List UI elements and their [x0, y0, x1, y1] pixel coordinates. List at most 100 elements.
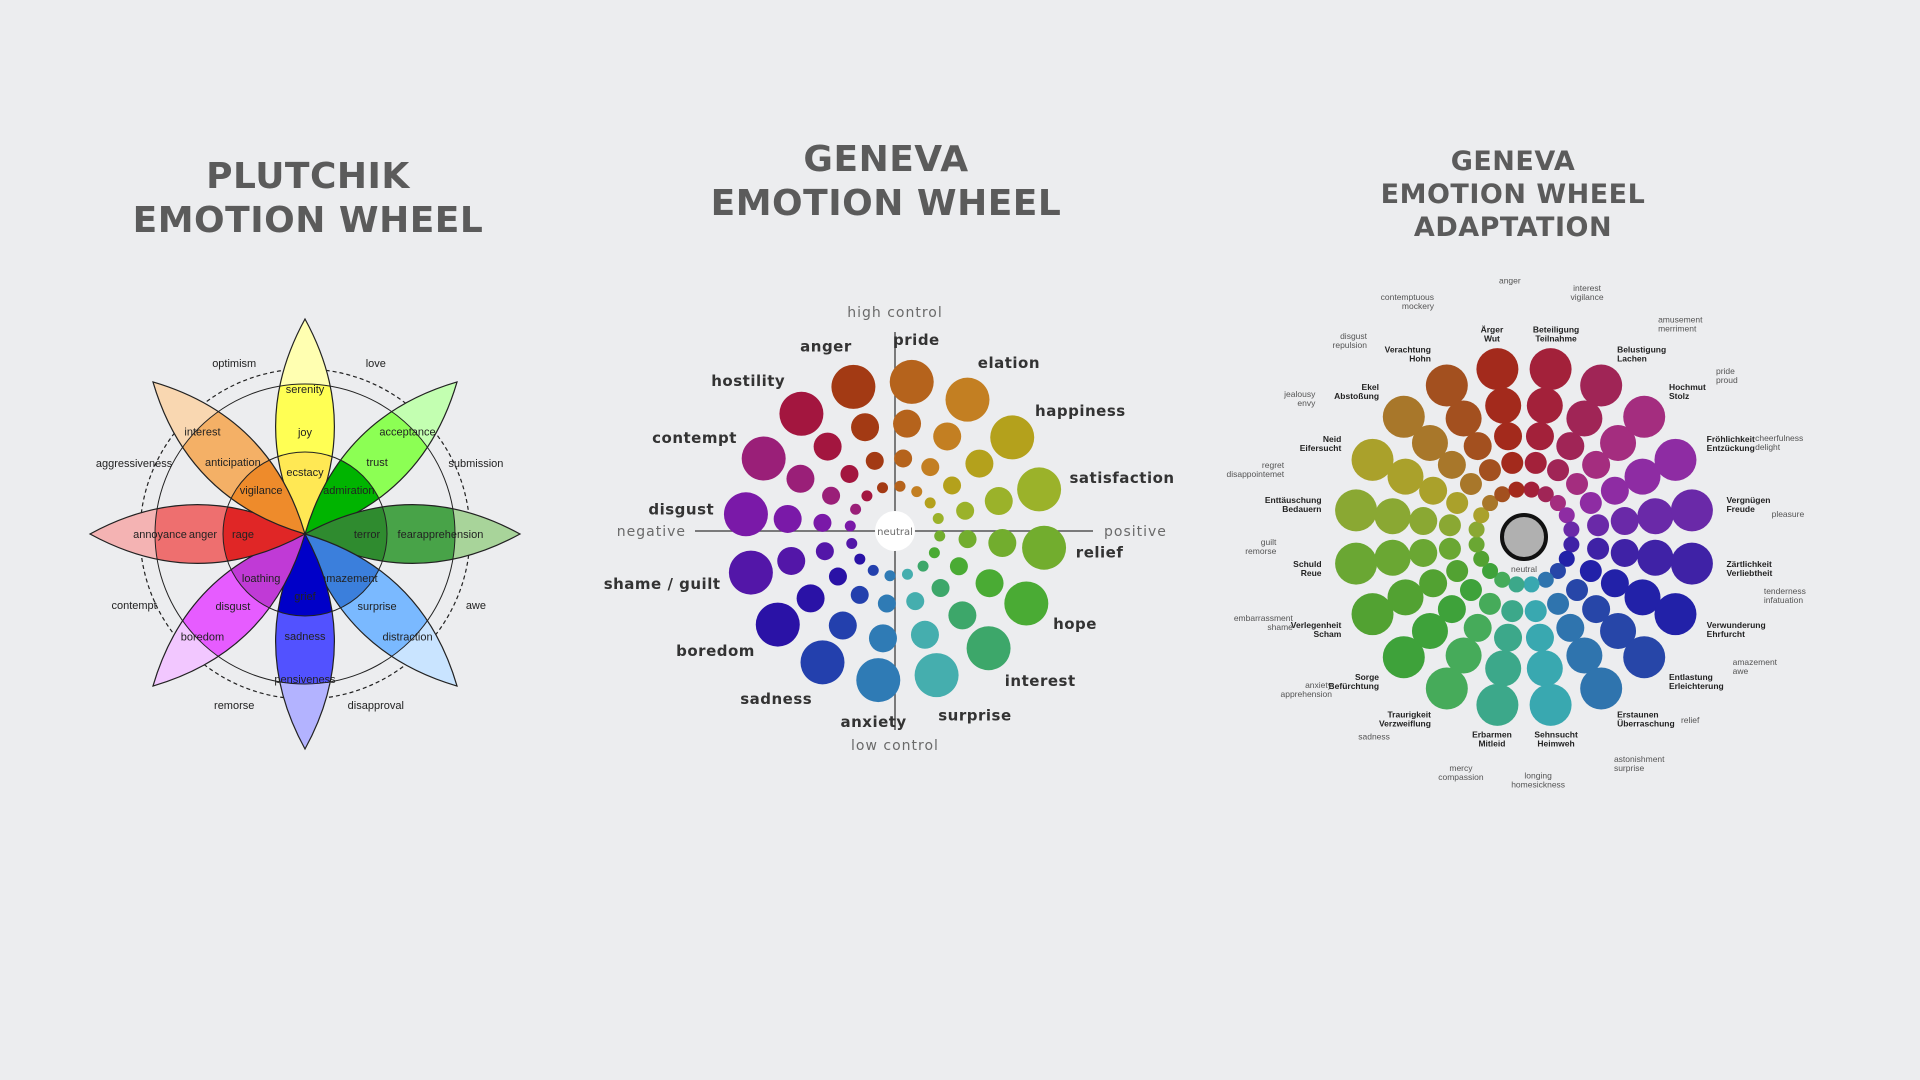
- intensity-circle: [1437, 595, 1466, 624]
- emotion-label: anger: [800, 338, 852, 356]
- intensity-circle: [1459, 472, 1482, 495]
- label-de: Scham: [1313, 629, 1341, 639]
- label-en: compassion: [1438, 772, 1484, 782]
- intensity-circle: [1374, 539, 1411, 576]
- label-en: surprise: [1614, 763, 1645, 773]
- label-en: interest: [1573, 283, 1602, 293]
- intensity-circle: [850, 585, 869, 604]
- petal-inner-band: [305, 452, 387, 534]
- intensity-circle: [1600, 476, 1629, 505]
- label-en: proud: [1716, 375, 1738, 385]
- intensity-circle: [854, 553, 866, 565]
- petal-outline: [152, 533, 306, 687]
- petal-inner-label: terror: [354, 529, 381, 541]
- emotion-label: elation: [978, 354, 1040, 372]
- intensity-circle: [1654, 438, 1697, 481]
- intensity-circle: [1610, 507, 1639, 536]
- intensity-circle: [1582, 450, 1611, 479]
- intensity-circle: [831, 364, 876, 409]
- label-de: Vergnügen: [1726, 495, 1770, 505]
- intensity-circle: [1529, 348, 1572, 391]
- dyad-label-optimism: optimism: [212, 358, 256, 370]
- label-en: pleasure: [1772, 509, 1805, 519]
- intensity-circle: [884, 570, 896, 582]
- intensity-circle: [851, 413, 880, 442]
- label-de: Belustigung: [1617, 344, 1666, 354]
- petal-inner-band: [223, 534, 305, 616]
- intensity-circle: [1445, 400, 1482, 437]
- label-en: tenderness: [1764, 586, 1806, 596]
- intensity-circle: [1494, 422, 1523, 451]
- intensity-circle: [1476, 348, 1519, 391]
- intensity-circle: [800, 640, 845, 685]
- intensity-circle: [949, 557, 968, 576]
- label-en: shame: [1267, 622, 1293, 632]
- intensity-circle: [1580, 364, 1623, 407]
- intensity-circle: [1579, 560, 1602, 583]
- inner-ring: [222, 451, 388, 617]
- intensity-circle: [1446, 560, 1469, 583]
- intensity-circle: [856, 658, 901, 703]
- intensity-circle: [1670, 489, 1713, 532]
- dyad-label-disapproval: disapproval: [348, 700, 404, 712]
- intensity-circle: [1537, 486, 1554, 503]
- intensity-circle: [822, 486, 841, 505]
- intensity-circle: [1556, 613, 1585, 642]
- intensity-circle: [846, 537, 858, 549]
- petal-outer-band: [305, 534, 458, 687]
- emotion-relief: relief: [934, 525, 1123, 570]
- intensity-circle: [1525, 422, 1554, 451]
- intensity-circle: [861, 490, 873, 502]
- label-de: Neid: [1323, 434, 1341, 444]
- dyad-label-submission: submission: [448, 458, 503, 470]
- intensity-circle: [1529, 683, 1572, 726]
- emotion-happiness: happiness: [924, 402, 1125, 509]
- label-de: Hohn: [1409, 353, 1431, 363]
- petal-mid-band: [155, 534, 305, 684]
- emotion-interest: interest: [917, 560, 1075, 690]
- intensity-circle: [910, 620, 939, 649]
- intensity-circle: [956, 501, 975, 520]
- intensity-circle: [1501, 600, 1524, 623]
- label-en: sadness: [1358, 732, 1390, 742]
- label-de: Hochmut: [1669, 382, 1706, 392]
- intensity-circle: [1523, 481, 1540, 498]
- neutral-center: [875, 511, 915, 551]
- intensity-circle: [723, 492, 768, 537]
- label-en: delight: [1755, 442, 1781, 452]
- intensity-circle: [1547, 459, 1570, 482]
- petal-inner-label: vigilance: [240, 485, 283, 497]
- petal-inner-label: ecstacy: [286, 467, 324, 479]
- label-en: mockery: [1402, 301, 1435, 311]
- intensity-circle: [1579, 491, 1602, 514]
- intensity-circle: [877, 482, 889, 494]
- intensity-circle: [1463, 432, 1492, 461]
- intensity-circle: [988, 529, 1017, 558]
- label-de: Erbarmen: [1472, 729, 1512, 739]
- petal-outer-label: acceptance: [379, 426, 435, 438]
- intensity-circle: [1351, 593, 1394, 636]
- emotion-label: sadness: [740, 690, 812, 708]
- axis-label-positive: positive: [1104, 524, 1167, 540]
- intensity-circle: [1637, 539, 1674, 576]
- intensity-circle: [1468, 521, 1485, 538]
- intensity-circle: [1654, 593, 1697, 636]
- intensity-circle: [1478, 459, 1501, 482]
- intensity-circle: [1624, 579, 1661, 616]
- axis-label-negative: negative: [617, 524, 686, 540]
- intensity-circle: [777, 546, 806, 575]
- intensity-circle: [779, 391, 824, 436]
- mid-ring: [154, 383, 456, 685]
- petal-mid-label: anticipation: [205, 457, 261, 469]
- intensity-circle: [958, 530, 977, 549]
- intensity-circle: [945, 377, 990, 422]
- intensity-circle: [1623, 636, 1666, 679]
- intensity-circle: [1566, 637, 1603, 674]
- emotion-label: hope: [1053, 615, 1097, 633]
